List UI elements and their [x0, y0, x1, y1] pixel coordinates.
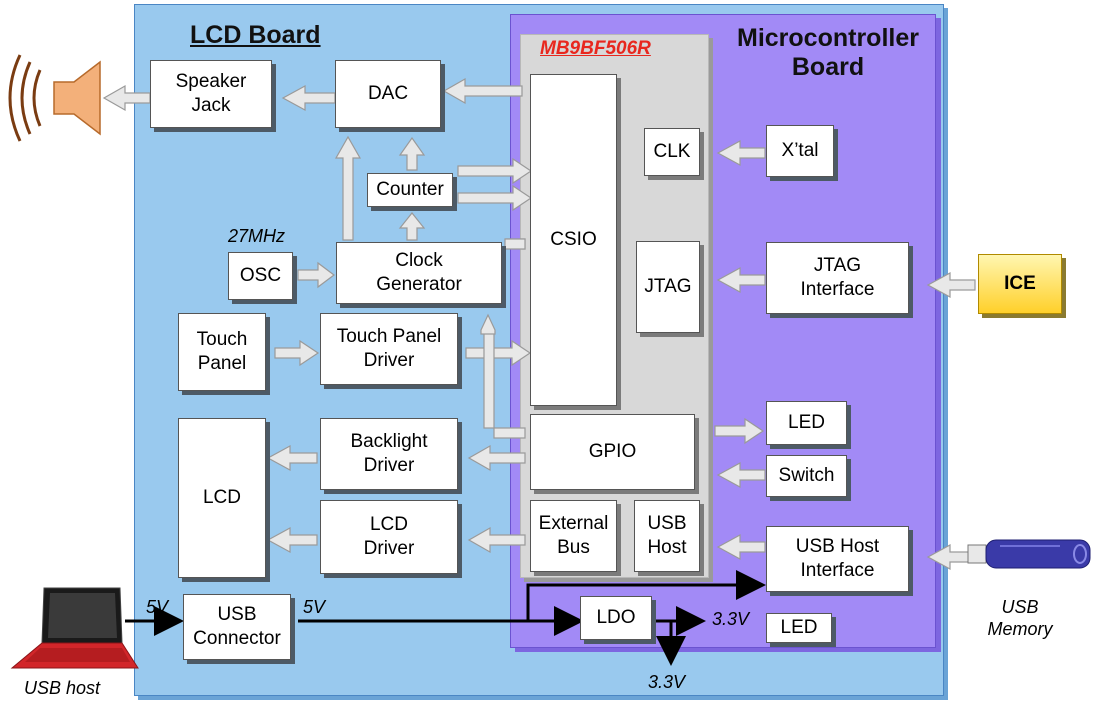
usb-host-pc-label: USB host	[24, 677, 100, 699]
lcd-block: LCD	[178, 418, 266, 578]
dac-block: DAC	[335, 60, 441, 128]
usb-host-interface-block: USB Host Interface	[766, 526, 909, 592]
speaker-jack-block: Speaker Jack	[150, 60, 272, 128]
voltage-5v-output-label: 5V	[303, 596, 325, 618]
led-block-gpio: LED	[766, 401, 847, 445]
counter-block: Counter	[367, 173, 453, 207]
touch-panel-driver-block: Touch Panel Driver	[320, 313, 458, 385]
voltage-5v-input-label: 5V	[146, 596, 168, 618]
usb-host-block: USB Host	[634, 500, 700, 572]
usb-memory-icon	[968, 540, 1090, 568]
xtal-block: X’tal	[766, 125, 834, 177]
ldo-block: LDO	[580, 596, 652, 640]
switch-block: Switch	[766, 455, 847, 497]
osc-block: OSC	[228, 252, 293, 300]
laptop-icon	[12, 588, 138, 668]
clk-block: CLK	[644, 128, 700, 176]
led-block-power: LED	[766, 613, 832, 643]
clock-generator-block: Clock Generator	[336, 242, 502, 304]
backlight-driver-block: Backlight Driver	[320, 418, 458, 490]
csio-block: CSIO	[530, 74, 617, 406]
jtag-interface-block: JTAG Interface	[766, 242, 909, 314]
lcd-driver-block: LCD Driver	[320, 500, 458, 574]
ice-block: ICE	[978, 254, 1062, 314]
voltage-3v3-bottom-label: 3.3V	[648, 671, 685, 693]
voltage-3v3-right-label: 3.3V	[712, 608, 749, 630]
gpio-block: GPIO	[530, 414, 695, 490]
usb-memory-label: USB Memory	[975, 596, 1065, 640]
external-bus-block: External Bus	[530, 500, 617, 572]
speaker-icon	[10, 55, 100, 141]
jtag-block: JTAG	[636, 241, 700, 333]
usb-connector-block: USB Connector	[183, 594, 291, 660]
touch-panel-block: Touch Panel	[178, 313, 266, 391]
osc-frequency-label: 27MHz	[228, 225, 285, 247]
